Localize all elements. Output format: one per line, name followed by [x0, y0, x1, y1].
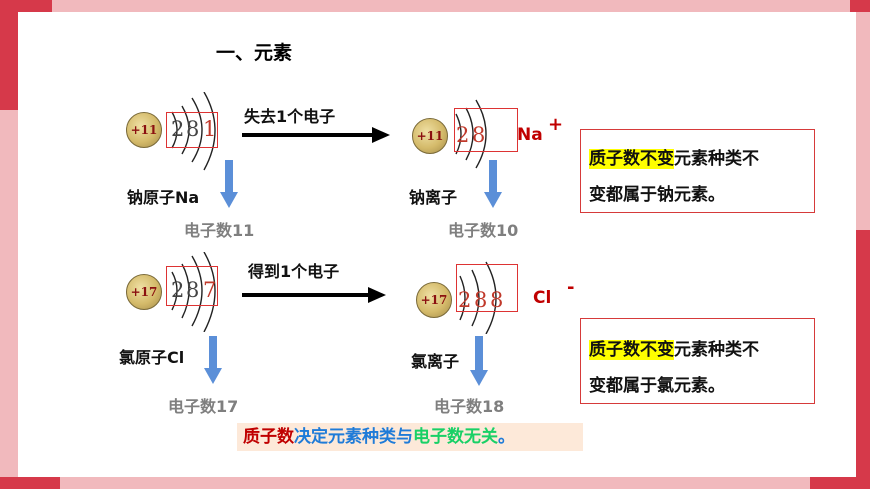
sodium-note-rest: 元素种类不 [674, 149, 759, 169]
sodium-atom-shell-3: 1 [203, 117, 217, 141]
chlorine-process-arrow [242, 287, 386, 303]
chlorine-note-line-2: 变都属于氯元素。 [589, 376, 725, 396]
sodium-ion-shell-1: 2 [456, 123, 470, 147]
chlorine-atom-diagram: +17 2 8 7 [124, 252, 244, 332]
sodium-ion-electron-box [454, 108, 518, 152]
sodium-atom-down-arrow [220, 160, 238, 208]
chlorine-note-rest: 元素种类不 [674, 340, 759, 360]
chlorine-ion-nucleus: +17 [416, 282, 452, 318]
sodium-atom-shell-1: 2 [171, 117, 185, 141]
chlorine-atom-nucleus: +17 [126, 274, 162, 310]
conclusion-part-1: 质子数 [243, 427, 294, 447]
sodium-process-arrow [242, 127, 390, 143]
sodium-ion-shell-arcs [455, 99, 487, 169]
conclusion-part-4: 。 [498, 427, 515, 447]
chlorine-process-label: 得到1个电子 [248, 262, 340, 281]
chlorine-atom-electron-count: 电子数17 [168, 397, 239, 416]
chlorine-ion-electron-box [456, 264, 518, 312]
sodium-ion-down-arrow [484, 160, 502, 208]
sodium-ion-nucleus: +11 [412, 118, 448, 154]
sodium-atom-electron-box [166, 112, 218, 148]
chlorine-ion-label: 氯离子 [411, 352, 460, 371]
sodium-atom-shell-2: 8 [186, 117, 200, 141]
chlorine-ion-down-arrow [470, 336, 488, 386]
conclusion-part-2: 决定元素种类与 [294, 427, 413, 447]
sodium-ion-electron-count: 电子数10 [448, 221, 519, 240]
chlorine-note-highlight: 质子数不变 [589, 340, 674, 360]
frame-stripe-bottom-right [810, 477, 870, 489]
chlorine-atom-shell-1: 2 [171, 278, 185, 302]
conclusion-banner: 质子数决定元素种类与电子数无关。 [237, 423, 583, 451]
chlorine-atom-electron-box [166, 266, 218, 306]
conclusion-part-3: 电子数无关 [413, 427, 498, 447]
sodium-atom-nucleus: +11 [126, 112, 162, 148]
chlorine-atom-shell-3: 7 [203, 278, 217, 302]
frame-stripe-left [0, 0, 18, 110]
sodium-note-line-1: 质子数不变元素种类不 [589, 144, 759, 169]
chlorine-ion-shell-1: 2 [458, 288, 472, 312]
sodium-ion-label: 钠离子 [409, 188, 458, 207]
sodium-atom-label: 钠原子Na [127, 188, 200, 207]
chlorine-ion-diagram: +17 2 8 8 [414, 254, 534, 334]
sodium-ion-shell-2: 8 [472, 123, 486, 147]
chlorine-ion-shell-3: 8 [490, 288, 504, 312]
sodium-ion-charge: + [548, 114, 564, 135]
chlorine-atom-down-arrow [204, 336, 222, 384]
chlorine-atom-shell-arcs [171, 252, 216, 332]
sodium-note-box: 质子数不变元素种类不 变都属于钠元素。 [580, 129, 815, 213]
chlorine-ion-shell-arcs [459, 261, 497, 334]
chlorine-note-line-1: 质子数不变元素种类不 [589, 335, 759, 360]
sodium-note-highlight: 质子数不变 [589, 149, 674, 169]
chlorine-ion-charge: - [567, 277, 575, 298]
frame-stripe-top-right [850, 0, 870, 12]
sodium-note-line-2: 变都属于钠元素。 [589, 185, 725, 205]
chlorine-atom-shell-2: 8 [186, 278, 200, 302]
chlorine-atom-label: 氯原子Cl [119, 348, 185, 367]
sodium-ion-diagram: +11 2 8 [410, 96, 530, 176]
sodium-atom-electron-count: 电子数11 [184, 221, 255, 240]
chlorine-ion-electron-count: 电子数18 [434, 397, 505, 416]
chlorine-ion-shell-2: 8 [474, 288, 488, 312]
sodium-ion-symbol: Na [517, 125, 543, 145]
slide-title: 一、元素 [216, 42, 293, 64]
sodium-process-label: 失去1个电子 [244, 107, 336, 126]
chlorine-ion-symbol: Cl [533, 288, 552, 308]
sodium-atom-shell-arcs [171, 92, 216, 171]
frame-stripe-right [856, 230, 870, 489]
sodium-atom-diagram: +11 2 8 1 [124, 92, 244, 172]
chlorine-note-box: 质子数不变元素种类不 变都属于氯元素。 [580, 318, 815, 404]
frame-stripe-bottom-left [0, 477, 60, 489]
